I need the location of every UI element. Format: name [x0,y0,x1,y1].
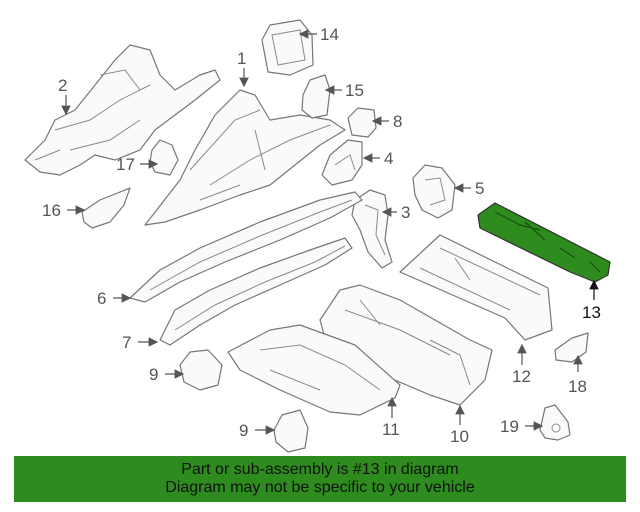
parts-diagram: 1 2 14 15 8 17 4 5 16 3 6 7 9 9 12 10 11… [24,19,611,453]
callout-2[interactable]: 2 [58,76,67,95]
callout-4[interactable]: 4 [384,149,393,168]
part-19[interactable] [539,404,571,441]
part-5[interactable] [412,164,456,219]
callout-1[interactable]: 1 [237,49,246,68]
part-18[interactable] [554,332,589,363]
part-8[interactable] [347,107,377,138]
part-14[interactable] [261,19,314,76]
part-13-highlighted[interactable] [477,202,611,283]
callout-18[interactable]: 18 [568,377,587,396]
part-7[interactable] [159,237,353,346]
part-1[interactable] [144,89,346,226]
callout-15[interactable]: 15 [345,81,364,100]
part-9-upper[interactable] [179,349,223,391]
callout-3[interactable]: 3 [401,203,410,222]
part-2[interactable] [24,44,221,176]
callout-14[interactable]: 14 [320,25,339,44]
leader-lines [61,29,599,435]
part-6[interactable] [129,191,363,303]
part-4[interactable] [321,139,363,186]
part-16[interactable] [81,187,131,229]
part-15[interactable] [301,74,331,119]
callout-labels: 1 2 14 15 8 17 4 5 16 3 6 7 9 9 12 10 11… [42,25,601,446]
callout-9-upper[interactable]: 9 [149,365,158,384]
part-17[interactable] [149,139,179,176]
banner-line-2: Diagram may not be specific to your vehi… [165,479,475,496]
callout-6[interactable]: 6 [97,289,106,308]
part-12[interactable] [399,234,553,341]
callout-16[interactable]: 16 [42,201,61,220]
callout-10[interactable]: 10 [450,427,469,446]
info-banner: Part or sub-assembly is #13 in diagram D… [14,456,626,502]
callout-19[interactable]: 19 [500,417,519,436]
callout-11[interactable]: 11 [382,420,400,439]
callout-13[interactable]: 13 [582,303,601,322]
callout-7[interactable]: 7 [122,333,131,352]
banner-line-1: Part or sub-assembly is #13 in diagram [181,461,459,478]
callout-12[interactable]: 12 [512,367,531,386]
callout-9-lower[interactable]: 9 [239,421,248,440]
callout-17[interactable]: 17 [116,155,135,174]
part-9-lower[interactable] [273,409,309,453]
callout-5[interactable]: 5 [475,179,484,198]
callout-8[interactable]: 8 [393,112,402,131]
